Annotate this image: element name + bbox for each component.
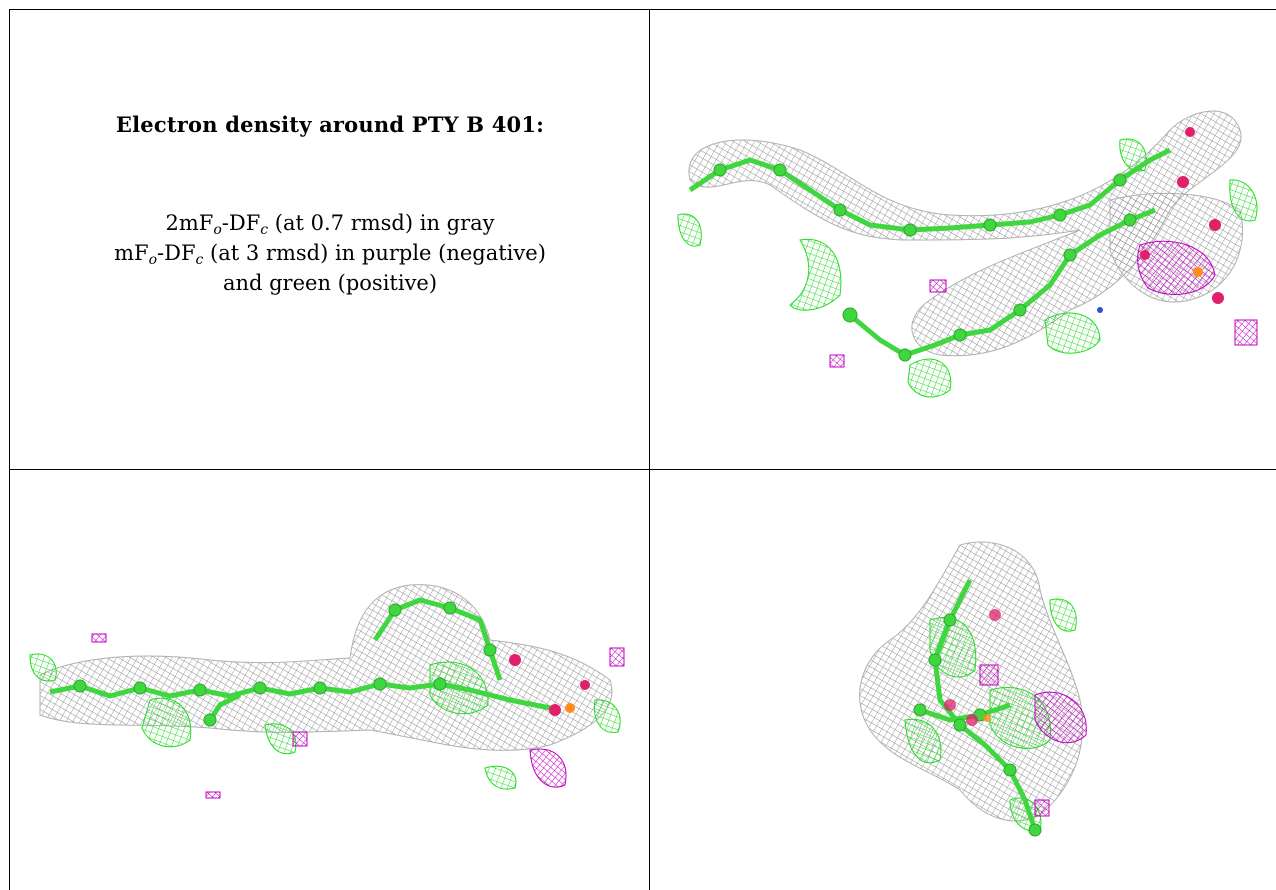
- view-1-positive-density: [677, 138, 1258, 398]
- figure-legend: 2mFo-DFc (at 0.7 rmsd) in gray mFo-DFc (…: [10, 208, 649, 298]
- density-view-1: [650, 10, 1276, 469]
- caption-cell: Electron density around PTY B 401: 2mFo-…: [10, 10, 649, 469]
- grid-left-line: [9, 9, 10, 890]
- view-3-render: [859, 541, 1087, 837]
- figure-title: Electron density around PTY B 401:: [115, 112, 545, 137]
- legend-2-sub-c: c: [195, 252, 204, 268]
- view-3-ligand-model: [913, 578, 1042, 837]
- view-2-render: [29, 584, 625, 799]
- legend-2-sub-o: o: [148, 252, 158, 268]
- figure-grid: Electron density around PTY B 401: 2mFo-…: [9, 9, 1276, 890]
- legend-2-mid: -DF: [157, 241, 196, 265]
- view-1-ligand-model: [688, 127, 1224, 362]
- legend-line-3: and green (positive): [222, 271, 438, 295]
- legend-1-sub-c: c: [260, 222, 269, 238]
- legend-2-suffix: (at 3 rmsd) in purple (negative): [203, 241, 546, 265]
- legend-1-prefix: 2mF: [165, 211, 214, 235]
- legend-line-1: 2mFo-DFc (at 0.7 rmsd) in gray: [10, 208, 649, 238]
- view-3-gray-mesh: [859, 541, 1084, 822]
- legend-1-mid: -DF: [221, 211, 261, 235]
- view-1-gray-mesh: [688, 110, 1244, 357]
- view-1-render: [677, 110, 1258, 398]
- view-2-positive-density: [29, 653, 621, 790]
- density-view-2: [10, 470, 649, 890]
- legend-1-sub-o: o: [213, 222, 222, 238]
- view-2-ligand-model: [49, 597, 590, 727]
- grid-top-line: [9, 9, 1276, 10]
- legend-2-prefix: mF: [114, 241, 149, 265]
- view-2-gray-mesh: [39, 584, 613, 751]
- view-3-negative-density: [979, 664, 1087, 817]
- grid-middle-line: [649, 9, 650, 890]
- view-1-negative-density: [829, 240, 1258, 368]
- view-2-negative-density: [91, 633, 625, 799]
- grid-horizontal-line: [9, 469, 1276, 470]
- density-view-3: [650, 470, 1276, 890]
- legend-1-suffix: (at 0.7 rmsd) in gray: [268, 211, 495, 235]
- legend-line-2: mFo-DFc (at 3 rmsd) in purple (negative): [10, 238, 649, 268]
